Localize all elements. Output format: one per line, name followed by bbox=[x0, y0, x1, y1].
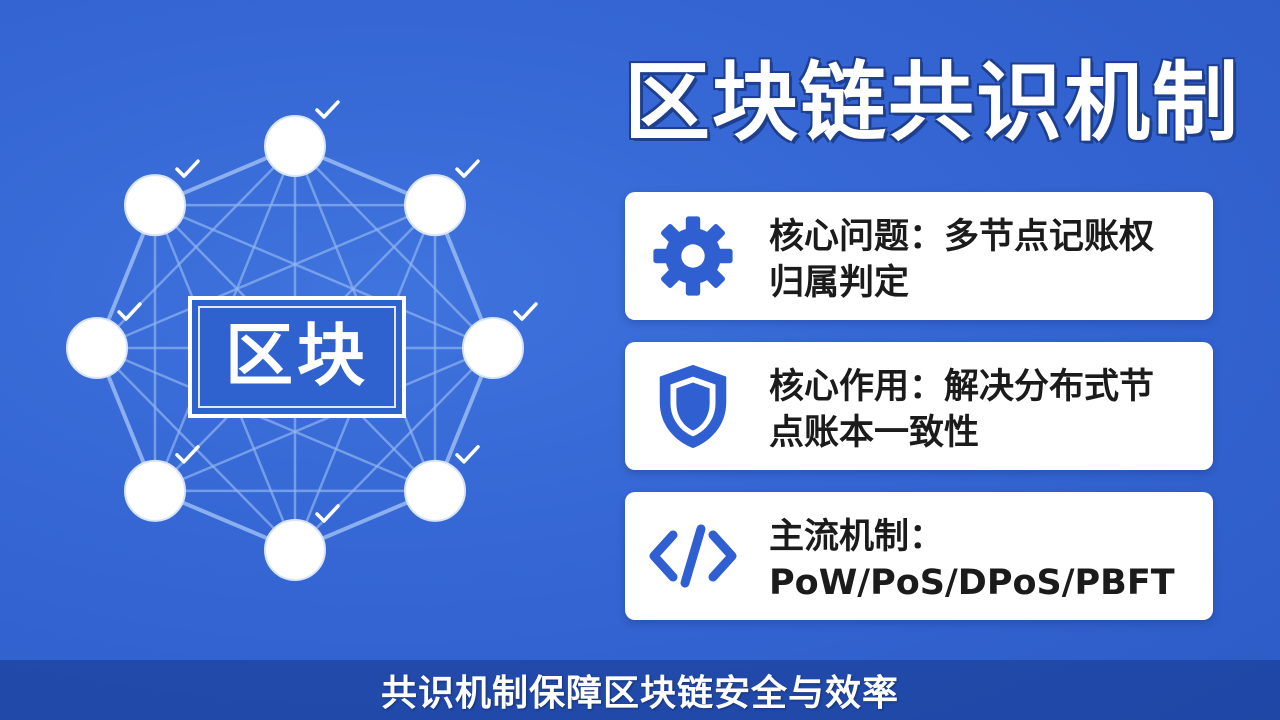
network-edge bbox=[154, 346, 494, 492]
shield-icon bbox=[647, 362, 739, 450]
node-circle bbox=[264, 115, 326, 177]
info-card-mainstream-mechanisms: 主流机制： PoW/PoS/DPoS/PBFT bbox=[625, 492, 1213, 620]
network-node bbox=[264, 100, 340, 177]
card-line-1: 核心作用：解决分布式节 bbox=[769, 367, 1155, 407]
subtitle-caption: 共识机制保障区块链安全与效率 bbox=[380, 673, 899, 714]
checkmark-icon bbox=[455, 159, 480, 178]
network-edge bbox=[154, 204, 494, 350]
code-icon bbox=[647, 512, 739, 600]
card-text: 核心问题：多节点记账权 归属判定 bbox=[769, 214, 1199, 306]
network-node bbox=[123, 159, 200, 237]
info-card-core-function: 核心作用：解决分布式节 点账本一致性 bbox=[625, 342, 1213, 470]
network-edge bbox=[96, 204, 436, 350]
card-line-1: 主流机制： bbox=[769, 517, 945, 557]
checkmark-icon bbox=[315, 504, 340, 523]
node-circle bbox=[404, 459, 467, 522]
card-line-2: 点账本一致性 bbox=[769, 413, 980, 453]
card-text: 核心作用：解决分布式节 点账本一致性 bbox=[769, 364, 1199, 456]
card-line-2: 归属判定 bbox=[769, 263, 910, 303]
network-node bbox=[123, 445, 200, 522]
subtitle-bar: 共识机制保障区块链安全与效率 bbox=[0, 660, 1280, 720]
checkmark-icon bbox=[175, 159, 200, 178]
gear-icon bbox=[647, 212, 739, 300]
page-title: 区块链共识机制 bbox=[624, 53, 1240, 153]
network-node bbox=[404, 445, 480, 522]
network-edge bbox=[96, 346, 436, 492]
card-line-1: 核心问题：多节点记账权 bbox=[769, 217, 1155, 257]
checkmark-icon bbox=[455, 445, 480, 464]
node-circle bbox=[462, 317, 524, 379]
node-circle bbox=[66, 317, 128, 379]
network-node bbox=[66, 302, 142, 379]
node-circle bbox=[123, 459, 186, 522]
center-block-box: 区块 bbox=[188, 296, 406, 418]
checkmark-icon bbox=[513, 302, 538, 321]
checkmark-icon bbox=[117, 302, 142, 321]
checkmark-icon bbox=[175, 445, 200, 464]
node-circle bbox=[264, 519, 326, 581]
node-circle bbox=[404, 174, 467, 237]
network-node bbox=[404, 159, 480, 237]
info-card-core-problem: 核心问题：多节点记账权 归属判定 bbox=[625, 192, 1213, 320]
card-line-2: PoW/PoS/DPoS/PBFT bbox=[769, 563, 1175, 603]
checkmark-icon bbox=[315, 100, 340, 119]
center-block-inner-frame bbox=[198, 306, 396, 408]
center-block-label: 区块 bbox=[224, 317, 369, 396]
network-node bbox=[264, 504, 340, 581]
consensus-network-diagram: 区块 bbox=[0, 0, 600, 660]
card-text: 主流机制： PoW/PoS/DPoS/PBFT bbox=[769, 514, 1199, 606]
node-circle bbox=[123, 174, 186, 237]
network-node bbox=[462, 302, 538, 379]
